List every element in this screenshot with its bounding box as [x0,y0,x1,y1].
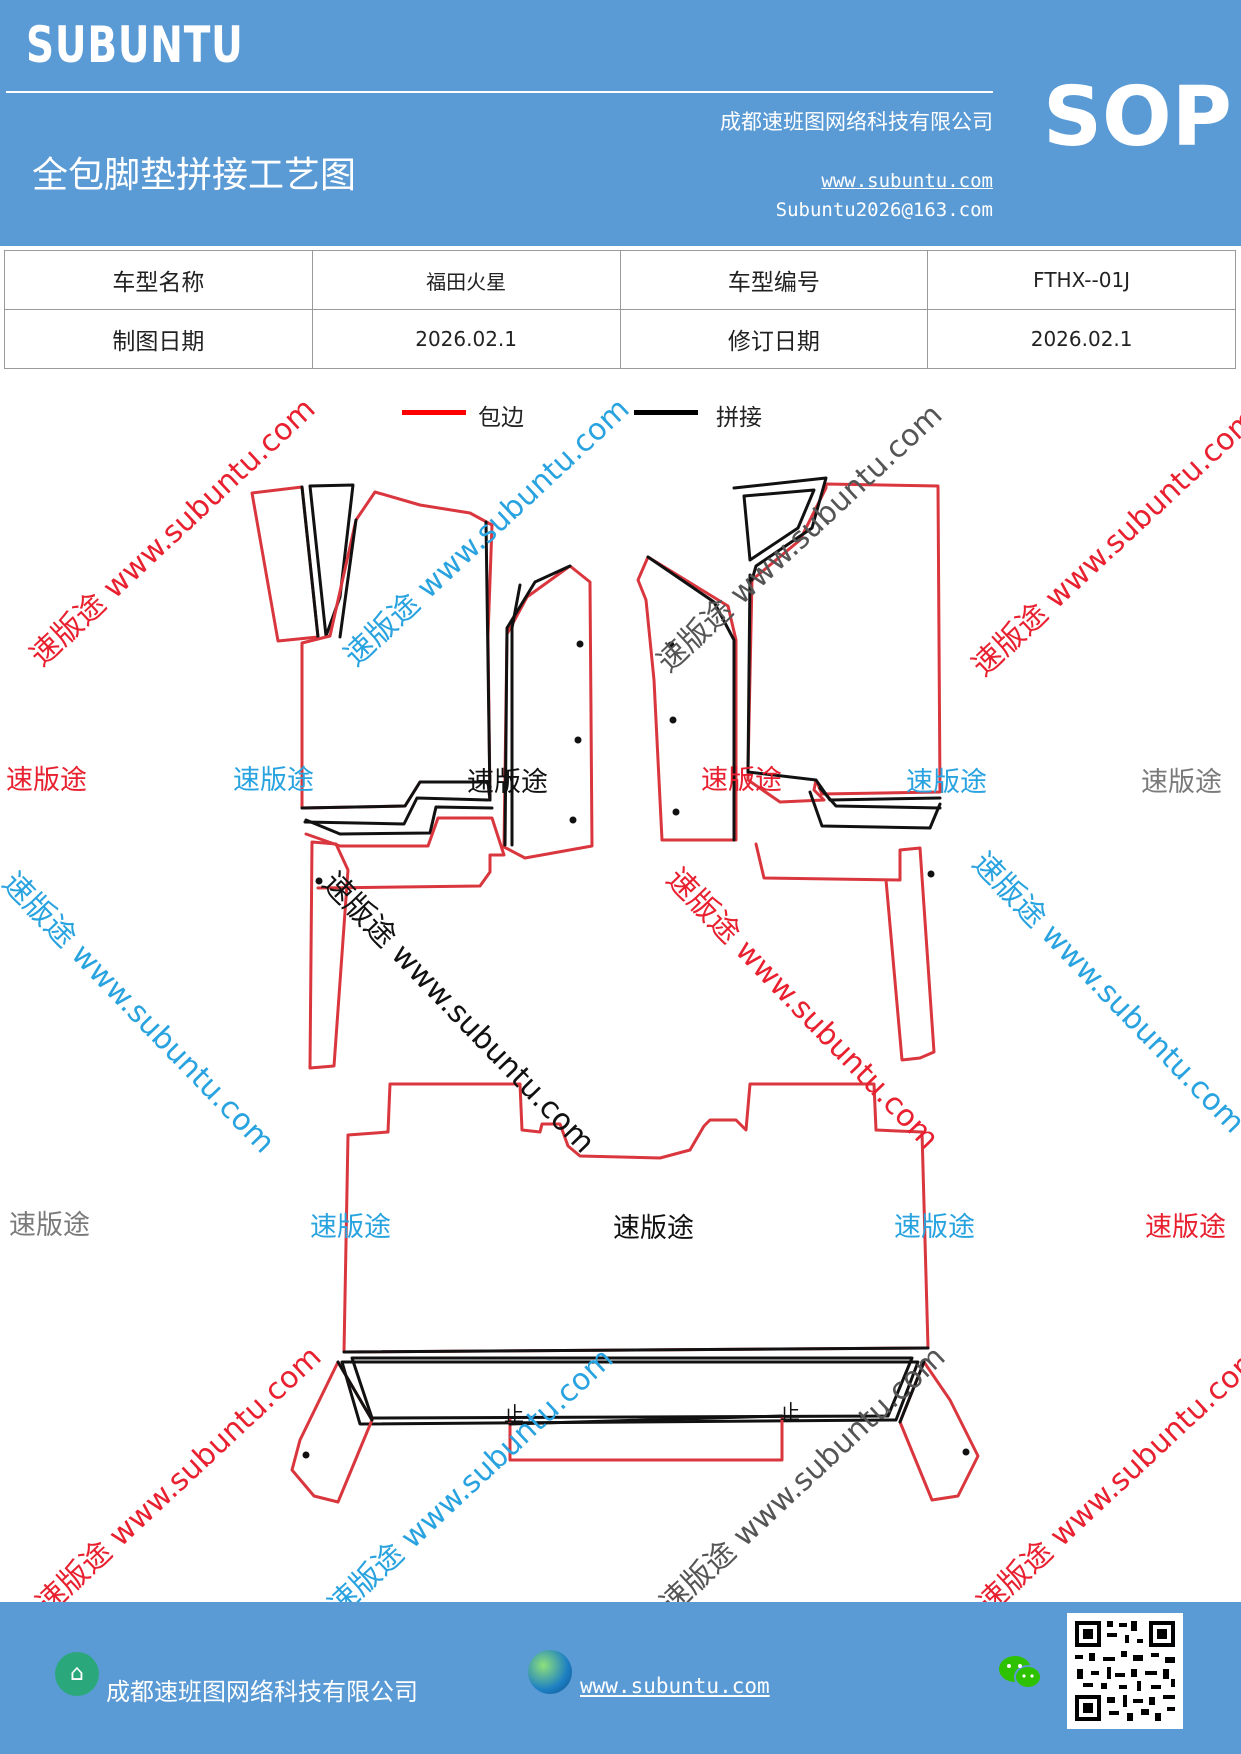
info-label: 车型名称 [4,250,313,310]
watermark-brand: 速版途 [6,765,87,796]
qr-code [1067,1613,1183,1729]
footer-website-link[interactable]: www.subuntu.com [580,1674,770,1698]
mat-pattern-diagram [250,476,980,1504]
legend-label-seam: 拼接 [716,405,762,431]
watermark-brand: 速版途 [1141,767,1222,798]
info-value: 2026.02.1 [311,309,621,369]
info-label: 车型编号 [619,250,929,310]
page-title: 全包脚垫拼接工艺图 [32,155,357,196]
legend-swatch-seam [634,410,698,415]
watermark-brand: 速版途 [701,765,782,796]
info-value: 福田火星 [311,250,621,310]
mat-piece-rear-strip [340,1360,920,1426]
info-label: 制图日期 [4,309,313,369]
watermark-brand: 速版途 [906,767,987,798]
watermark-brand: 速版途 [310,1212,391,1243]
watermark-brand: 速版途 [467,767,548,798]
home-icon: ⌂ [55,1652,99,1696]
header-divider [6,91,993,93]
header-banner [0,0,1241,246]
info-value: 2026.02.1 [927,309,1236,369]
info-value: FTHX--01J [927,250,1236,310]
watermark-brand: 速版途 [233,765,314,796]
footer-company: 成都速班图网络科技有限公司 [106,1678,418,1706]
email-link[interactable]: Subuntu2026@163.com [775,199,993,221]
legend: 包边 拼接 [0,396,1241,436]
watermark-brand: 速版途 [9,1210,90,1241]
mat-piece-rear-floor [342,1082,930,1354]
watermark-brand: 速版途 [1145,1212,1226,1243]
globe-icon [528,1650,572,1694]
company-name: 成都速班图网络科技有限公司 [720,110,993,134]
wechat-icon [999,1656,1042,1689]
mat-piece-left-rear-strip [308,840,350,1070]
mat-piece-right-rear-strip [754,842,936,1062]
mat-piece-left-step [304,816,506,890]
mat-piece-right-front-main [746,482,942,804]
stop-mark: 止 [780,1400,800,1424]
mat-piece-right-pillar [636,555,738,842]
stop-mark: 止 [504,1402,524,1426]
watermark-brand: 速版途 [613,1213,694,1244]
website-link[interactable]: www.subuntu.com [821,170,993,192]
mat-piece-left-strip-1 [250,485,320,643]
mat-piece-center-strip [508,1416,784,1462]
sop-badge: SOP [1043,70,1232,165]
watermark-brand: 速版途 [894,1212,975,1243]
legend-swatch-binding [402,410,466,415]
brand-logo: SUBUNTU [26,16,244,74]
legend-label-binding: 包边 [478,405,524,431]
info-label: 修订日期 [619,309,929,369]
